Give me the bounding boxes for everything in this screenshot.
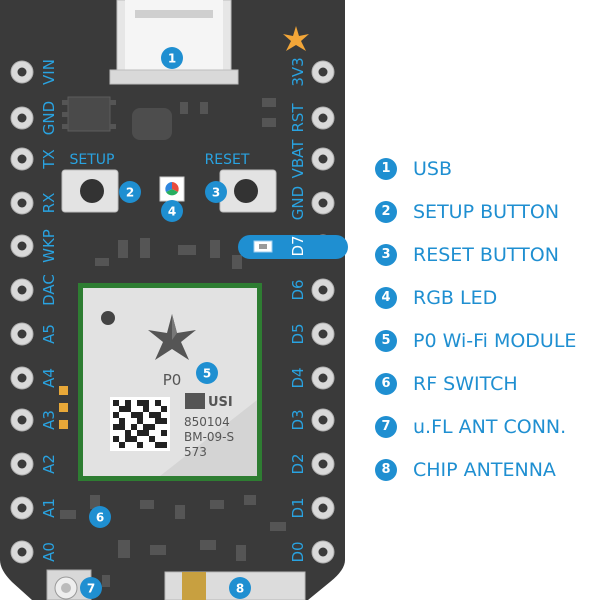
pin-label-d0: D0 [289,541,307,562]
pin-label-a5: A5 [40,324,58,344]
pin-label-d3: D3 [289,409,307,430]
badge-5-number: 5 [203,367,211,381]
legend-label: u.FL ANT CONN. [413,415,567,438]
badge-7: 7 [80,577,102,599]
legend-badge: 8 [375,458,397,481]
pin-label-a3: A3 [40,410,58,430]
rgb-led [159,176,185,202]
badge-4-number: 4 [168,205,176,219]
usb-connector [109,0,239,85]
badge-3-number: 3 [212,186,220,200]
badge-2-number: 2 [126,186,134,200]
left-pin-header [10,60,34,564]
legend-label: USB [413,157,453,180]
pin-label-d4: D4 [289,367,307,388]
legend-item-ufl-connector: 7 u.FL ANT CONN. [375,405,600,448]
component-legend: 1 USB 2 SETUP BUTTON 3 RESET BUTTON 4 RG… [375,147,600,491]
reset-button[interactable] [219,169,277,213]
badge-8-number: 8 [236,582,244,596]
pin-label-3v3: 3V3 [289,57,307,86]
pin-label-vin: VIN [40,59,58,85]
legend-label: RF SWITCH [413,372,518,395]
legend-label: SETUP BUTTON [413,200,560,223]
pin-label-tx: TX [40,149,58,169]
badge-1-number: 1 [168,52,176,66]
legend-label: CHIP ANTENNA [413,458,556,481]
badge-2: 2 [119,181,141,203]
legend-item-usb: 1 USB [375,147,600,190]
badge-1: 1 [161,47,183,69]
pin-label-wkp: WKP [40,229,58,263]
right-pin-header [311,60,335,564]
d7-led [238,235,348,259]
setup-label: SETUP [70,152,115,168]
legend-item-rgb-led: 4 RGB LED [375,276,600,319]
module-code-3: 573 [184,445,207,459]
badge-5: 5 [196,362,218,384]
legend-label: RGB LED [413,286,498,309]
badge-3: 3 [205,181,227,203]
module-star-icon [148,314,196,360]
pin-label-a1: A1 [40,498,58,518]
pin-label-gnd-left: GND [40,101,58,135]
pin-label-d5: D5 [289,323,307,344]
badge-7-number: 7 [87,582,95,596]
legend-item-setup-button: 2 SETUP BUTTON [375,190,600,233]
module-code-1: 850104 [184,415,230,429]
legend-label: P0 Wi-Fi MODULE [413,329,577,352]
legend-badge: 1 [375,157,397,180]
legend-item-chip-antenna: 8 CHIP ANTENNA [375,448,600,491]
pin-label-a4: A4 [40,368,58,388]
gold-pads [59,386,68,429]
legend-item-wifi-module: 5 P0 Wi-Fi MODULE [375,319,600,362]
legend-badge: 7 [375,415,397,438]
module-code-2: BM-09-S [184,430,234,444]
pin-label-d1: D1 [289,497,307,518]
legend-badge: 5 [375,329,397,352]
legend-item-reset-button: 3 RESET BUTTON [375,233,600,276]
pin-label-rst: RST [289,103,307,133]
badge-4: 4 [161,200,183,222]
module-name: P0 [163,371,182,389]
pin-label-d7: D7 [289,235,307,256]
legend-badge: 3 [375,243,397,266]
badge-8: 8 [229,577,251,599]
legend-item-rf-switch: 6 RF SWITCH [375,362,600,405]
p0-module: P0 USI 850104 BM-09-S 573 [78,283,262,481]
setup-button[interactable] [61,169,119,213]
badge-6-number: 6 [96,511,104,525]
right-pin-labels: 3V3 RST VBAT GND D7 D6 D5 D4 D3 D2 D1 D0 [289,57,307,562]
smd-components [60,96,286,587]
legend-badge: 2 [375,200,397,223]
legend-badge: 4 [375,286,397,309]
qr-code [110,397,170,451]
pin-label-gnd-right: GND [289,186,307,220]
pin-label-rx: RX [40,193,58,214]
badge-6: 6 [89,506,111,528]
legend-badge: 6 [375,372,397,395]
usi-brand: USI [208,395,233,410]
pin-label-a2: A2 [40,454,58,474]
pin-label-d2: D2 [289,453,307,474]
left-pin-labels: VIN GND TX RX WKP DAC A5 A4 A3 A2 A1 A0 [40,59,58,562]
usi-logo: USI [185,393,233,410]
pin-label-vbat: VBAT [289,139,307,179]
reset-label: RESET [205,152,250,168]
board-diagram: VIN GND TX RX WKP DAC A5 A4 A3 A2 A1 A0 … [0,0,348,600]
star-logo [283,26,309,51]
legend-label: RESET BUTTON [413,243,559,266]
pin-label-d6: D6 [289,279,307,300]
pin-label-dac: DAC [40,274,58,306]
pin-label-a0: A0 [40,542,58,562]
